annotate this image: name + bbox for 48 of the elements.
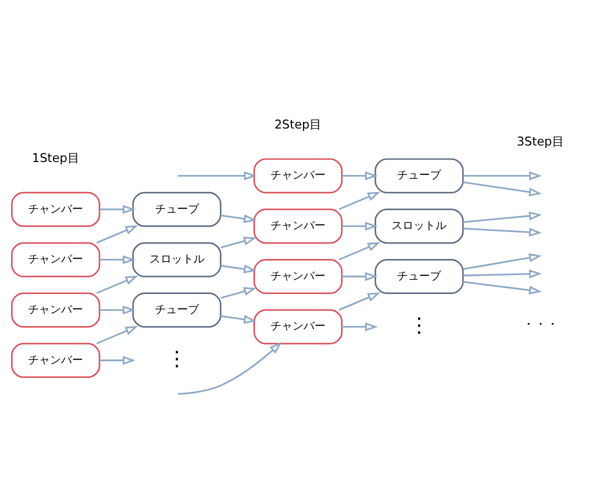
node-box: チャンバー (11, 191, 100, 226)
arrow (463, 252, 542, 270)
arrow (338, 292, 380, 310)
arrow (220, 286, 257, 298)
node-box: チャンバー (11, 342, 100, 378)
arrow (463, 170, 542, 180)
arrow (463, 211, 542, 222)
arrow (100, 305, 136, 314)
arrow (96, 326, 138, 344)
arrow (342, 170, 378, 180)
label: 2Step目 (274, 117, 322, 132)
arrow (96, 224, 138, 244)
arrow (220, 264, 257, 273)
arrow (178, 170, 257, 180)
arrow (463, 180, 542, 196)
arrow (220, 236, 257, 248)
node-box: チューブ (132, 191, 222, 226)
node-text: ⋮ (166, 346, 188, 370)
arrow (220, 314, 257, 324)
node-box: スロットル (374, 208, 464, 244)
arrow (96, 275, 138, 294)
arrow (342, 272, 378, 280)
label: 3Step目 (516, 134, 564, 148)
arrow (338, 242, 380, 260)
arrow (100, 254, 136, 264)
node-box: チャンバー (253, 158, 343, 193)
label: 1Step目 (32, 150, 80, 165)
arrow (178, 341, 282, 394)
node-box: チャンバー (11, 292, 100, 328)
label: ・・・ (522, 316, 558, 331)
arrow (100, 355, 136, 364)
node-box: スロットル (132, 242, 222, 277)
node-box: チャンバー (253, 208, 343, 244)
arrow (338, 191, 380, 210)
arrow (220, 214, 257, 223)
node-text: ⋮ (408, 312, 430, 337)
arrow (463, 280, 542, 294)
node-box: チューブ (374, 258, 464, 294)
node-box: チャンバー (11, 242, 100, 277)
arrow (342, 322, 378, 331)
node-box: チャンバー (253, 308, 343, 344)
node-box: チューブ (132, 292, 222, 328)
arrow (100, 204, 136, 214)
arrow (463, 227, 542, 236)
arrow (463, 269, 542, 278)
node-box: チャンバー (253, 258, 343, 294)
arrow (342, 221, 378, 230)
node-box: チューブ (374, 158, 464, 193)
